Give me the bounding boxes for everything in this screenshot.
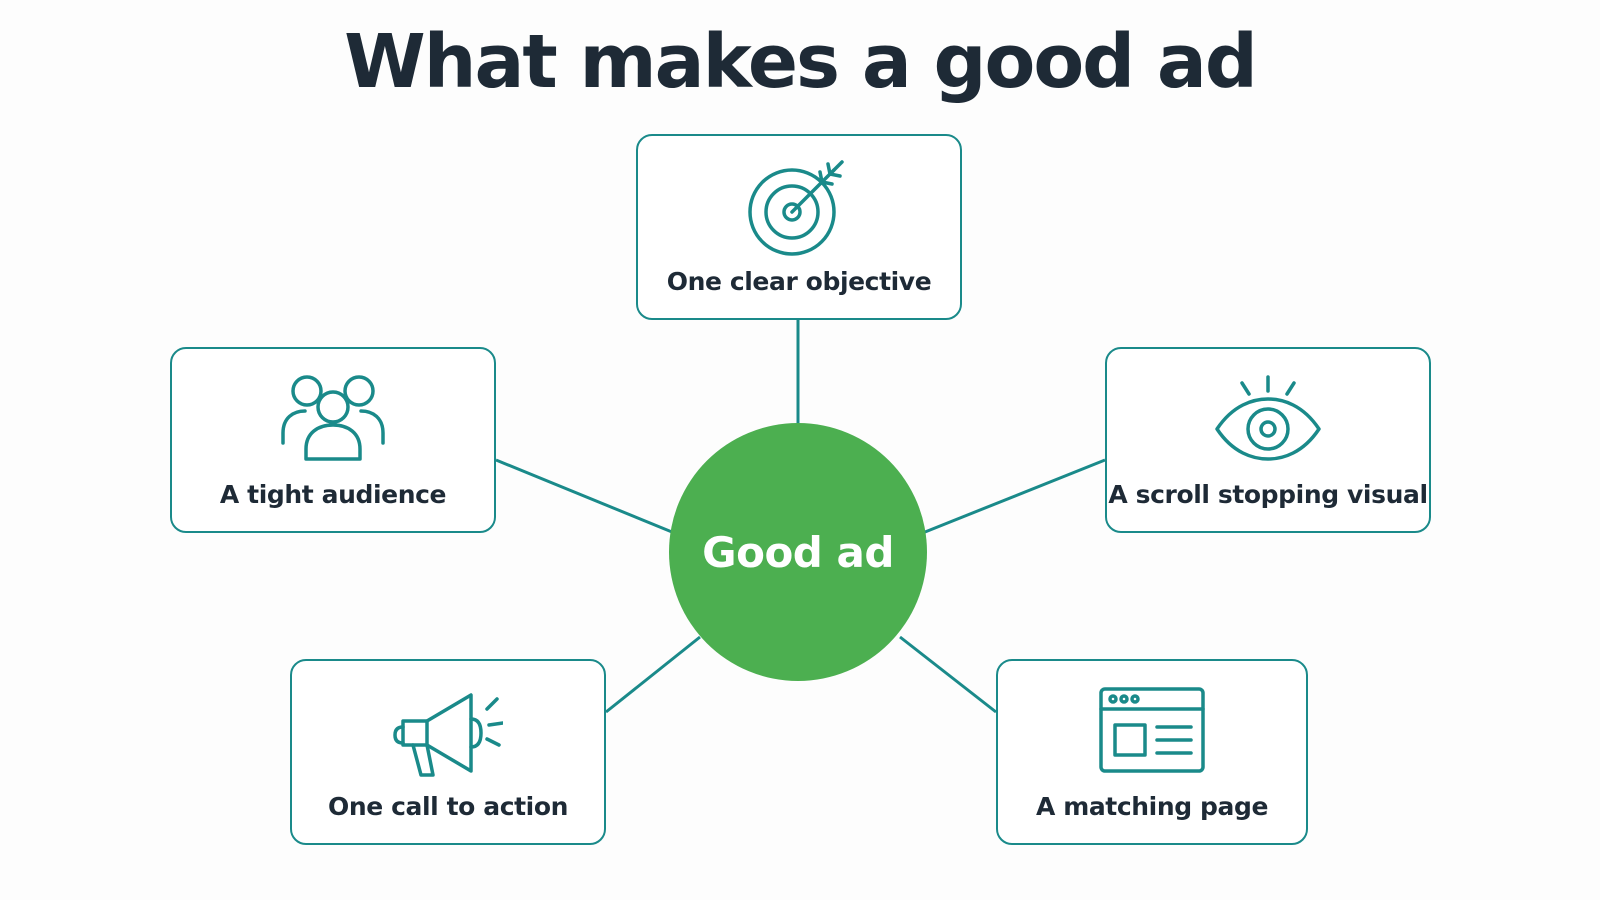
node-card-page: A matching page: [996, 659, 1308, 845]
megaphone-icon: [393, 683, 503, 783]
node-label: A tight audience: [219, 480, 447, 509]
browser-window-icon: [1097, 683, 1207, 783]
node-label: One clear objective: [666, 267, 932, 296]
connector-audience: [495, 458, 673, 534]
node-card-cta: One call to action: [290, 659, 606, 845]
node-label: One call to action: [327, 792, 569, 821]
target-icon: [744, 158, 854, 258]
node-label: A matching page: [1035, 792, 1269, 821]
node-card-objective: One clear objective: [636, 134, 962, 320]
node-card-audience: A tight audience: [170, 347, 496, 533]
page-title: What makes a good ad: [344, 19, 1258, 105]
connector-cta: [605, 635, 701, 714]
node-label: A scroll stopping visual: [1108, 480, 1428, 509]
hub-label: Good ad: [702, 527, 894, 577]
node-card-visual: A scroll stopping visual: [1105, 347, 1431, 533]
connector-page: [899, 635, 997, 714]
connector-visual: [924, 458, 1106, 534]
hub-circle: Good ad: [669, 423, 927, 681]
people-group-icon: [278, 371, 388, 471]
eye-icon: [1213, 371, 1323, 471]
